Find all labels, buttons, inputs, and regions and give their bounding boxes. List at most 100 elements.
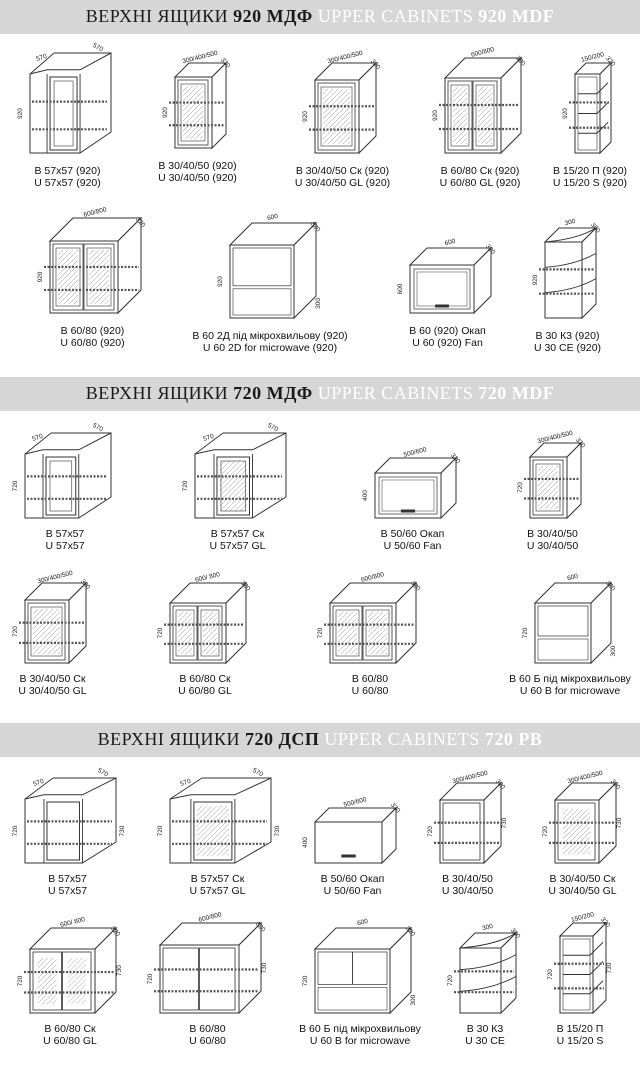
dimension-height: 720	[147, 973, 154, 984]
dimension-height: 400	[302, 837, 309, 848]
caption-ua: В 57х57	[45, 528, 85, 540]
dimension-niche: 300	[610, 645, 617, 656]
dimension-height: 920	[37, 271, 44, 282]
caption-ua: В 60 Б під мікрохвильову	[299, 1023, 421, 1035]
dimension-height: 400	[362, 490, 369, 501]
dimension-height: 720	[302, 975, 309, 986]
dimension-height: 920	[217, 276, 224, 287]
caption-en: U 57x57 GL	[189, 885, 246, 897]
dimension-height: 720	[547, 969, 554, 980]
dimension-height-back: 730	[119, 825, 126, 836]
caption-en: U 57x57 GL	[209, 540, 266, 552]
dimension-height-back: 730	[606, 962, 613, 973]
dimension-width: 600/800	[470, 46, 495, 59]
caption-ua: В 57х57 Ск	[210, 528, 265, 540]
caption-ua: В 60/80 Ск	[44, 1023, 96, 1035]
dimension-height: 720	[542, 826, 549, 837]
caption-ua: В 15/20 П (920)	[552, 165, 628, 177]
dimension-height: 720	[317, 627, 324, 638]
caption-ua: В 30/40/50 (920)	[158, 160, 237, 172]
dimension-width: 570	[35, 53, 48, 63]
section-header-920-mdf: ВЕРХНІ ЯЩИКИ 920 МДФ UPPER CABINETS 920 …	[0, 0, 640, 34]
cabinet-caption: В 15/20 П (920)U 15/20 S (920)	[535, 165, 640, 189]
caption-ua: В 60 (920) Окап	[409, 325, 486, 337]
caption-en: U 57x57	[47, 885, 88, 897]
caption-en: U 30/40/50 GL	[548, 885, 617, 897]
dimension-width: 300	[482, 923, 495, 933]
dimension-width: 570	[179, 778, 192, 788]
dimension-width: 570	[202, 433, 215, 443]
dimension-height: 920	[17, 108, 24, 119]
caption-ua: В 30/40/50	[527, 528, 578, 540]
dimension-width: 600/800	[198, 911, 223, 924]
section-header-720-mdf: ВЕРХНІ ЯЩИКИ 720 МДФ UPPER CABINETS 720 …	[0, 377, 640, 411]
dimension-width: 500/600	[403, 446, 428, 459]
dimension-height: 720	[517, 482, 524, 493]
caption-ua: В 15/20 П	[556, 1023, 604, 1035]
dimension-width: 600/ 800	[60, 916, 87, 929]
caption-en: U 30/40/50	[526, 540, 579, 552]
caption-ua: В 30/40/50 Ск (920)	[295, 165, 390, 177]
caption-ua: В 30/40/50 Ск	[19, 673, 86, 685]
caption-en: U 57x57 (920)	[34, 177, 101, 189]
caption-ua: В 60/80	[351, 673, 389, 685]
cabinet-caption: В 30/40/50 Ск (920)U 30/40/50 GL (920)	[275, 165, 410, 189]
dimension-height: 720	[12, 480, 19, 491]
dimension-height: 720	[17, 975, 24, 986]
dimension-niche: 300	[315, 298, 322, 309]
caption-en: U 60 B for microwave	[519, 685, 621, 697]
dimension-width: 600	[267, 213, 280, 223]
caption-en: U 60/80 GL (920)	[439, 177, 521, 189]
dimension-height: 920	[532, 274, 539, 285]
caption-en: U 50/60 Fan	[323, 885, 382, 897]
caption-en: U 30 CE (920)	[533, 342, 602, 354]
caption-ua: В 50/60 Окап	[380, 528, 445, 540]
dimension-height: 920	[162, 107, 169, 118]
dimension-width: 570	[31, 433, 44, 443]
dimension-width: 600	[357, 918, 370, 928]
dimension-niche: 300	[410, 994, 417, 1005]
caption-ua: В 30/40/50 Ск	[549, 873, 616, 885]
caption-en: U 60 2D for microwave (920)	[202, 342, 338, 354]
dimension-height: 720	[447, 975, 454, 986]
caption-ua: В 57х57 (920)	[34, 165, 101, 177]
